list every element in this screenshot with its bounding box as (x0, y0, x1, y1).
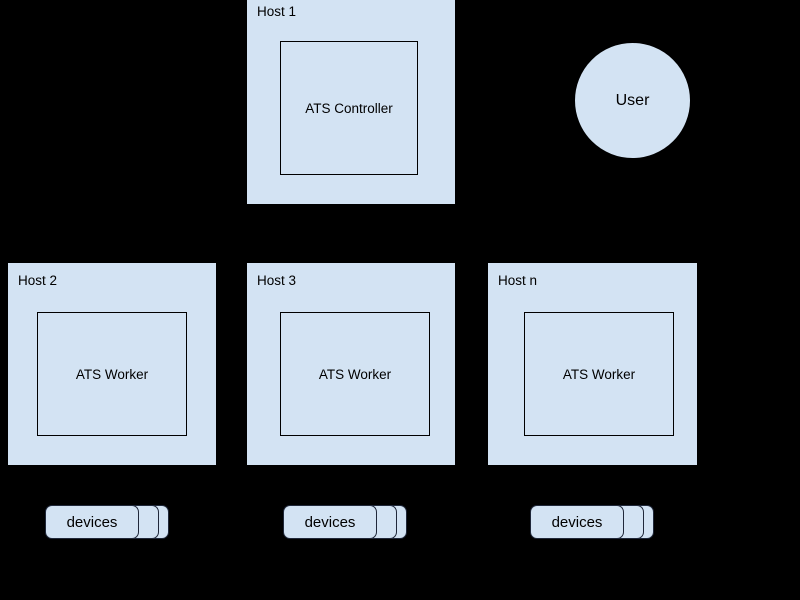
component-box-ats-controller[interactable]: ATS Controller (280, 41, 418, 175)
host-label-host-n: Host n (498, 273, 538, 288)
host-label-host-3: Host 3 (257, 273, 297, 288)
devices-label-host-n: devices (551, 513, 603, 531)
devices-stack-host-3[interactable]: devices (283, 502, 407, 542)
component-label-ats-worker-n: ATS Worker (562, 366, 636, 382)
host-box-host-2[interactable]: Host 2 ATS Worker (8, 263, 216, 465)
devices-sheet-front[interactable]: devices (283, 505, 377, 539)
devices-sheet-front[interactable]: devices (530, 505, 624, 539)
component-label-ats-controller: ATS Controller (305, 100, 393, 116)
host-box-host-3[interactable]: Host 3 ATS Worker (247, 263, 455, 465)
component-label-ats-worker-3: ATS Worker (318, 366, 392, 382)
host-label-host-2: Host 2 (18, 273, 58, 288)
devices-stack-host-2[interactable]: devices (45, 502, 169, 542)
component-box-ats-worker-2[interactable]: ATS Worker (37, 312, 187, 436)
host-label-host-1: Host 1 (257, 4, 297, 19)
devices-stack-host-n[interactable]: devices (530, 502, 654, 542)
component-box-ats-worker-n[interactable]: ATS Worker (524, 312, 674, 436)
host-box-host-n[interactable]: Host n ATS Worker (488, 263, 697, 465)
actor-user-label: User (615, 91, 650, 109)
devices-label-host-3: devices (304, 513, 356, 531)
devices-sheet-front[interactable]: devices (45, 505, 139, 539)
devices-label-host-2: devices (66, 513, 118, 531)
actor-user[interactable]: User (575, 43, 690, 158)
component-box-ats-worker-3[interactable]: ATS Worker (280, 312, 430, 436)
component-label-ats-worker-2: ATS Worker (75, 366, 149, 382)
host-box-host-1[interactable]: Host 1 ATS Controller (247, 0, 455, 204)
